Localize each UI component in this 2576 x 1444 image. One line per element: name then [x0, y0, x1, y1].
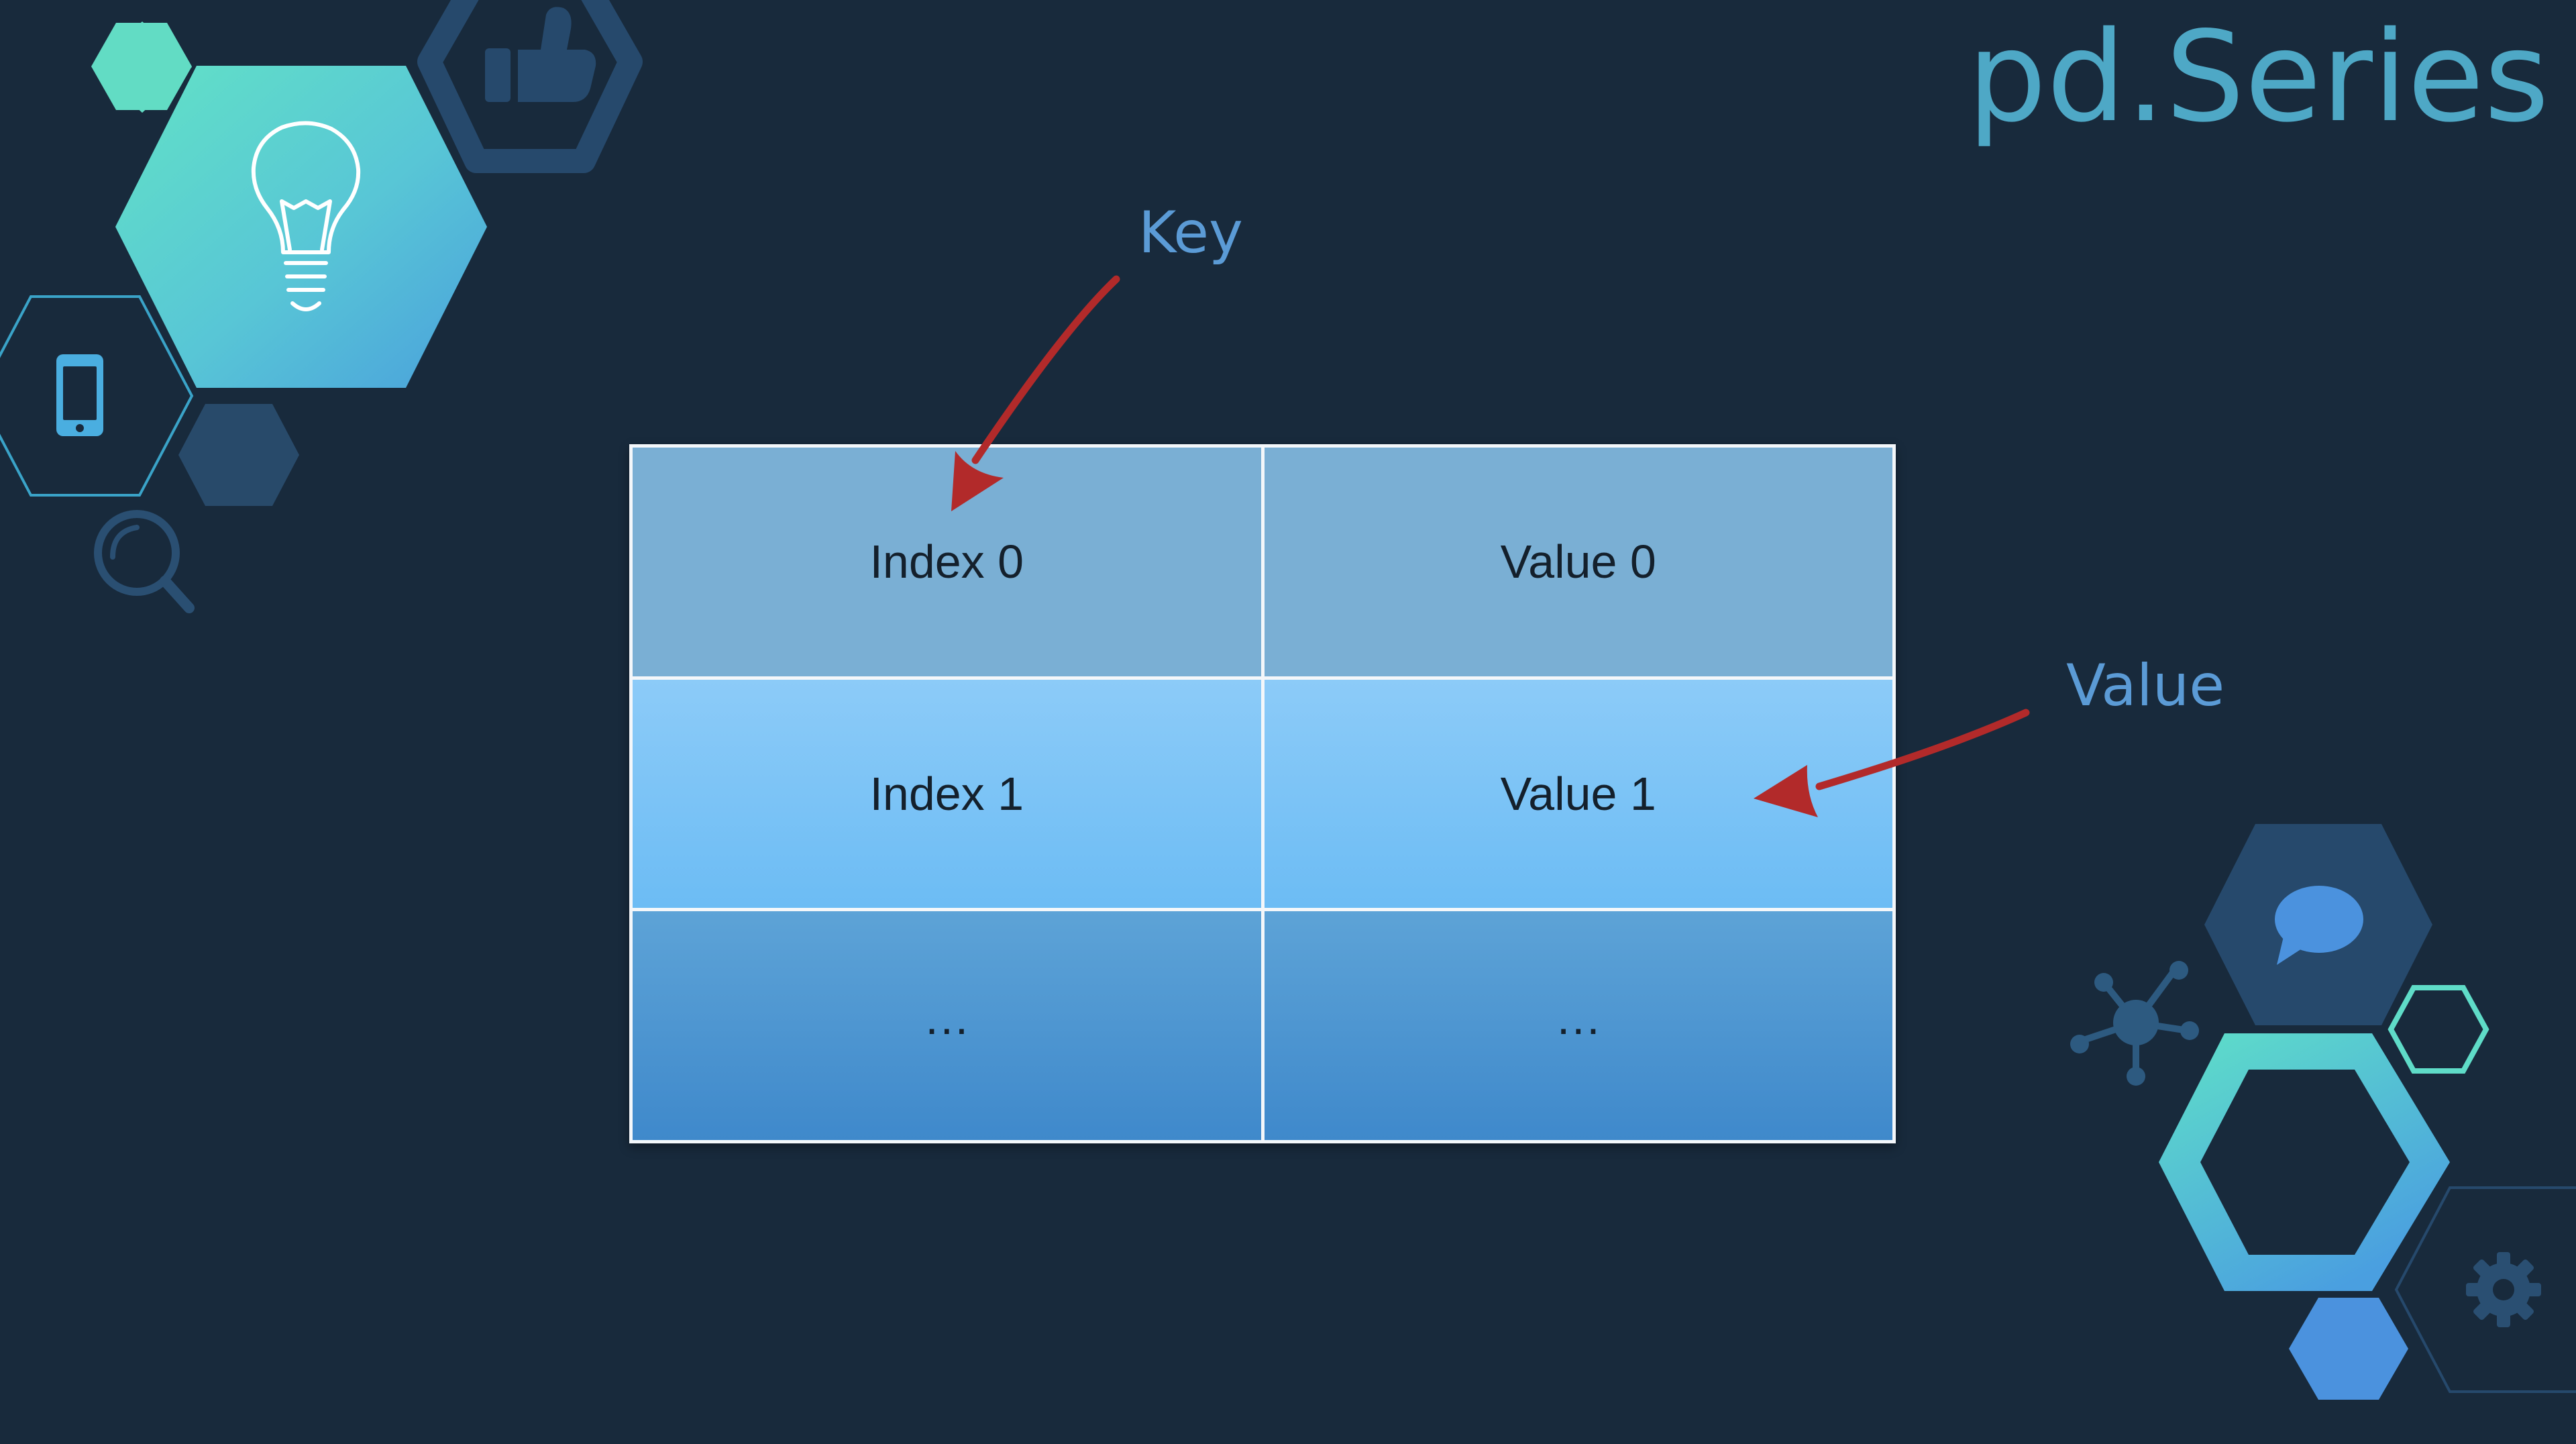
- value-cell-label: Value 1: [1500, 767, 1656, 820]
- network-node-icon: [2070, 961, 2199, 1086]
- gear-icon: [2466, 1252, 2541, 1327]
- value-cell-label: Value 0: [1500, 535, 1656, 588]
- smartphone-hexagon-outline: [0, 295, 194, 497]
- value-cell: …: [1264, 911, 1892, 1140]
- small-teal-hexagon-shape: [91, 23, 192, 110]
- index-cell-label: Index 1: [869, 767, 1024, 820]
- lightbulb-icon: [251, 121, 361, 311]
- small-blue-hexagon: [2289, 1298, 2408, 1400]
- smartphone-icon: [56, 354, 103, 436]
- index-cell: …: [633, 911, 1261, 1140]
- value-cell: Value 0: [1264, 448, 1892, 676]
- thumbs-up-icon: [485, 7, 596, 103]
- index-cell-label: Index 0: [869, 535, 1024, 588]
- index-cell-label: …: [923, 991, 971, 1044]
- speech-bubble-icon: [2275, 886, 2363, 965]
- large-teal-hexagon-ring: [2159, 1033, 2450, 1291]
- gear-hexagon-outline: [2394, 1186, 2576, 1393]
- small-dark-hexagon: [178, 404, 299, 506]
- value-cell: Value 1: [1264, 679, 1892, 909]
- series-table: Index 0 Value 0 Index 1 Value 1 … …: [629, 444, 1896, 1143]
- index-cell: Index 0: [633, 448, 1261, 676]
- key-callout-label: Key: [1138, 199, 1243, 266]
- index-cell: Index 1: [633, 679, 1261, 909]
- small-teal-hexagon-outline: [2387, 985, 2489, 1074]
- lightbulb-hexagon: [115, 66, 487, 388]
- slide-title: pd.Series: [1967, 4, 2549, 150]
- value-cell-label: …: [1554, 991, 1602, 1044]
- magnifier-icon: [94, 510, 195, 613]
- thumbs-up-hexagon-outline: [417, 0, 643, 173]
- value-callout-label: Value: [2066, 652, 2225, 719]
